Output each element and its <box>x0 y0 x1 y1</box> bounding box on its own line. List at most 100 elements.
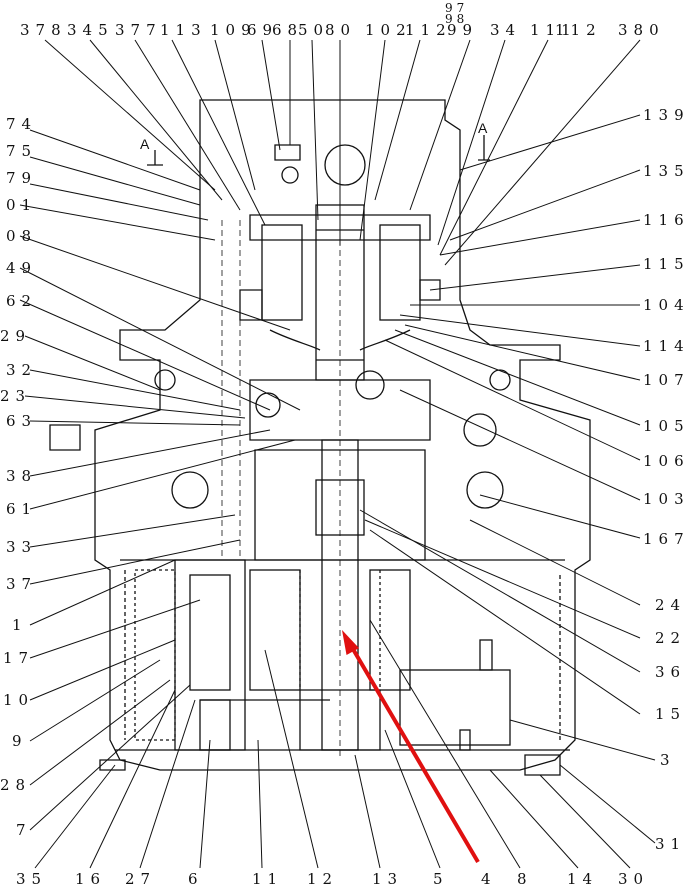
callout-label: 17 <box>3 649 35 667</box>
callout-label: 29 <box>0 327 32 345</box>
callout-label: 08 <box>6 227 38 245</box>
leader-line <box>29 639 176 701</box>
leader-line <box>29 420 241 426</box>
section-mark-left: A <box>140 136 150 152</box>
leader-line <box>19 204 216 241</box>
leader-line <box>29 514 236 548</box>
callout-label: 102 <box>365 21 412 39</box>
leader-line <box>539 774 631 869</box>
leader-line <box>437 39 506 246</box>
callout-label: 80 <box>325 21 357 39</box>
leader-line <box>171 39 266 226</box>
callout-label: 111 <box>530 21 577 39</box>
callout-label: 74 <box>6 115 38 133</box>
callout-label: 103 <box>643 490 687 508</box>
leader-line <box>214 39 256 191</box>
leader-line <box>261 39 281 151</box>
leader-line <box>29 129 201 191</box>
section-mark-right: A <box>478 120 488 136</box>
callout-label: 4 <box>481 870 497 888</box>
leader-line <box>479 494 641 539</box>
callout-label: 5 <box>433 870 449 888</box>
callout-label: 37 <box>6 575 38 593</box>
callout-label: 112 <box>405 21 452 39</box>
leader-line <box>359 39 386 241</box>
callout-label: 33 <box>6 538 38 556</box>
red-pointer-arrow <box>341 629 480 864</box>
leader-line <box>139 699 196 869</box>
callout-label: 13 <box>372 870 404 888</box>
leader-line <box>134 39 241 211</box>
leader-line <box>384 729 441 869</box>
leader-line <box>199 739 211 869</box>
leader-line <box>257 739 263 869</box>
callout-label: 35 <box>16 870 48 888</box>
leader-line <box>29 684 191 831</box>
callout-label: 50 <box>298 21 330 39</box>
callout-label: 31 <box>655 835 687 853</box>
bearings <box>154 369 511 509</box>
callout-label: 30 <box>618 870 650 888</box>
leader-line <box>29 539 241 585</box>
leader-line <box>449 169 641 241</box>
callout-label: 28 <box>0 776 32 794</box>
callout-label: 12 <box>307 870 339 888</box>
callout-label: 23 <box>0 387 32 405</box>
leader-line <box>409 39 471 211</box>
callout-label: 380 <box>618 21 665 39</box>
callout-label: 27 <box>125 870 157 888</box>
callout-label: 109 <box>210 21 257 39</box>
leader-line <box>29 679 171 786</box>
leader-line <box>399 314 641 347</box>
leader-line <box>429 264 641 291</box>
leader-line <box>29 156 201 206</box>
callout-label: 377 <box>115 21 162 39</box>
callout-label: 32 <box>6 361 38 379</box>
leader-line <box>459 114 641 171</box>
callout-label: 68 <box>272 21 304 39</box>
callout-label: 107 <box>643 371 687 389</box>
leader-line <box>24 335 161 391</box>
callout-label: 8 <box>517 870 533 888</box>
callout-label: 79 <box>6 169 38 187</box>
callout-label: 34 <box>490 21 522 39</box>
callout-label: 11 <box>252 870 284 888</box>
callout-label: 24 <box>655 596 687 614</box>
callout-label: 7 <box>16 821 32 839</box>
leader-line <box>29 183 209 221</box>
leader-line <box>384 339 641 461</box>
callout-label: 114 <box>643 337 687 355</box>
callout-label: 36 <box>655 663 687 681</box>
callout-label: 115 <box>643 255 687 273</box>
callout-label: 106 <box>643 452 687 470</box>
leader-line <box>89 689 176 869</box>
leader-line <box>439 219 641 256</box>
leader-line <box>19 235 291 331</box>
callout-label: 98 <box>445 12 469 26</box>
leader-line <box>354 754 381 869</box>
callout-label: 378 <box>20 21 67 39</box>
callout-label: 112 <box>555 21 602 39</box>
leader-line <box>311 39 319 221</box>
leader-line <box>374 39 421 201</box>
callout-label: 3 <box>660 751 676 769</box>
callout-label: 104 <box>643 296 687 314</box>
callout-label: 16 <box>75 870 107 888</box>
leader-line <box>469 519 641 606</box>
leader-line <box>19 299 271 411</box>
leader-line <box>19 267 301 411</box>
callout-label: 63 <box>6 412 38 430</box>
central-shaft <box>299 204 381 751</box>
callout-label: 75 <box>6 142 38 160</box>
callout-label: 14 <box>567 870 599 888</box>
leader-line <box>399 389 641 501</box>
leader-line <box>489 769 579 869</box>
leader-lines <box>19 39 656 869</box>
leader-line <box>29 439 296 510</box>
callout-label: 113 <box>160 21 207 39</box>
callout-label: 97 <box>445 1 469 15</box>
planetary-gears <box>134 559 511 751</box>
leader-line <box>394 329 641 426</box>
callout-label: 116 <box>643 211 687 229</box>
